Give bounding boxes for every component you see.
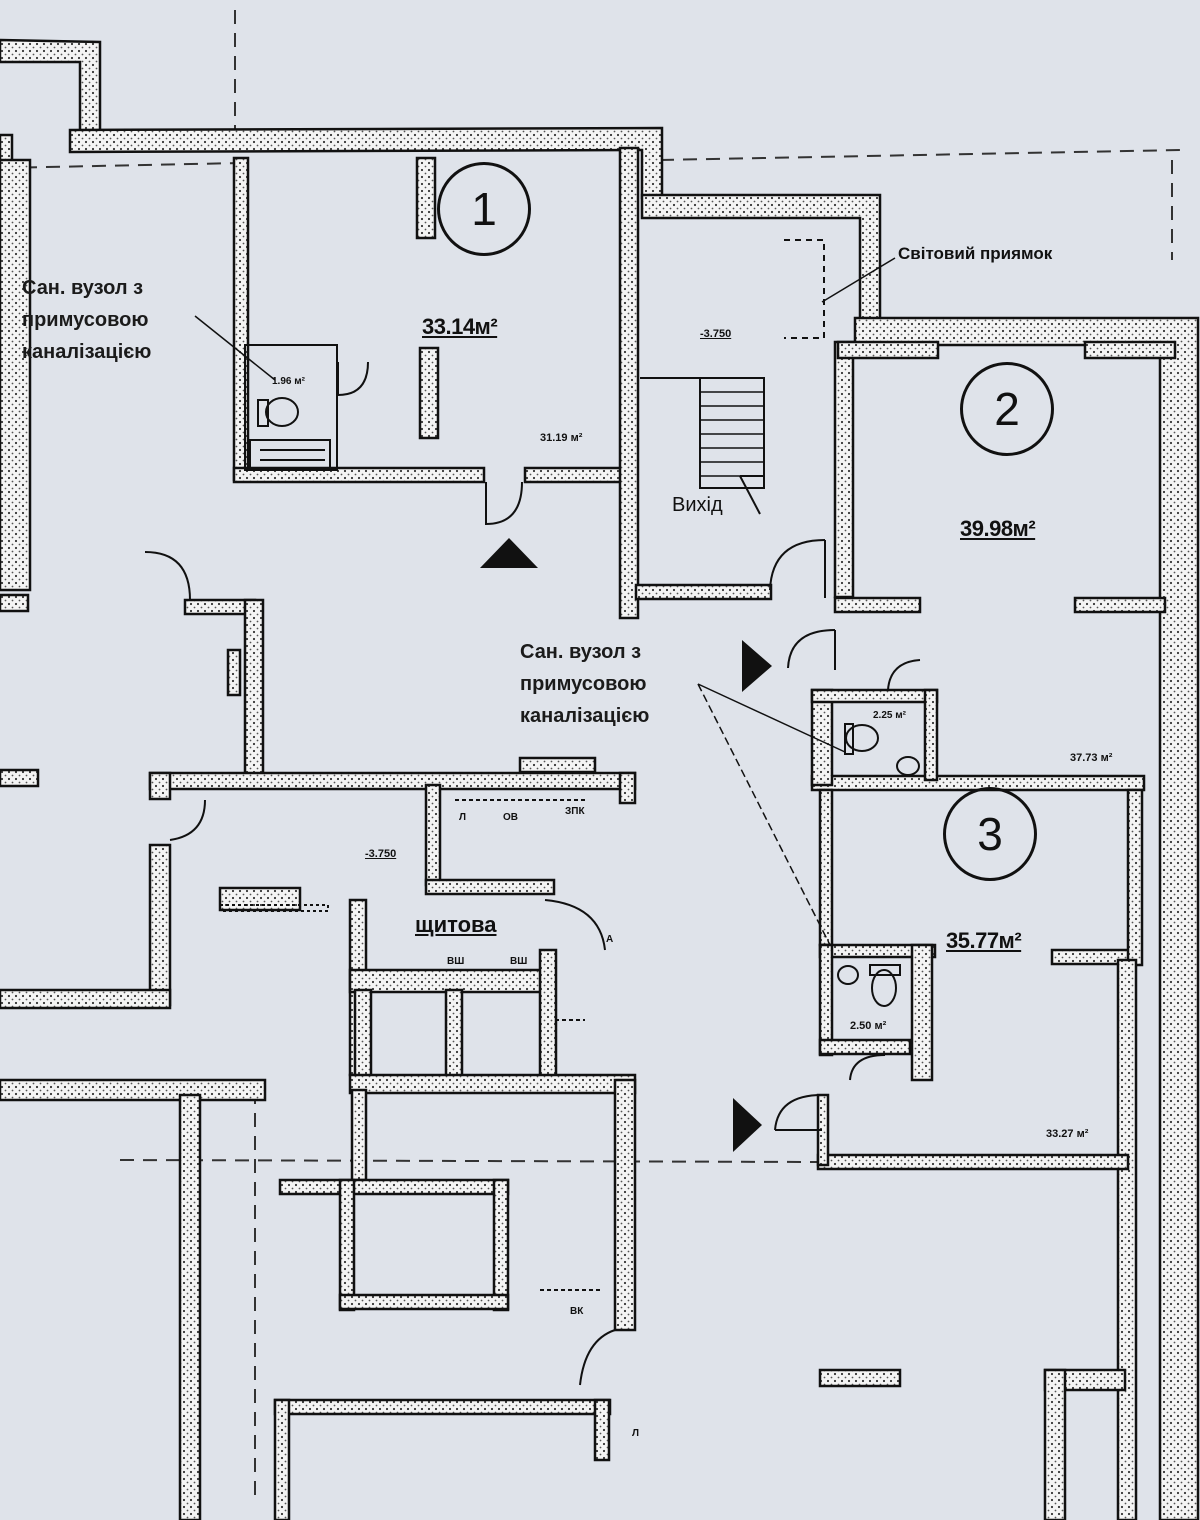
entrance-arrow-icon — [733, 1098, 762, 1152]
room-3-net-area: 33.27 м² — [1046, 1128, 1089, 1140]
room-2-total-area: 39.98м² — [960, 516, 1036, 541]
note-sanvuzol-1: Сан. вузол з примусовою каналізацією — [22, 277, 152, 363]
room-number-3: 3 — [943, 787, 1037, 881]
note-light-pit: Світовий приямок — [898, 244, 1053, 263]
entrance-markers — [480, 538, 772, 1152]
entrance-arrow-icon — [480, 538, 538, 568]
axis-lines — [0, 10, 1181, 1500]
room-2-wc-area: 2.25 м² — [873, 710, 906, 721]
fixtures — [144, 239, 921, 1386]
label-vsh-1: ВШ — [447, 956, 465, 967]
level-mark-2: -3.750 — [365, 848, 397, 860]
label-l-2: Л — [632, 1428, 640, 1439]
room-3-total-area: 35.77м² — [946, 928, 1022, 953]
label-l: Л — [459, 812, 467, 823]
label-ov: ОВ — [503, 812, 518, 823]
shchytova-label: щитова — [415, 912, 497, 937]
exit-label: Вихід — [672, 494, 723, 516]
room-1-wc-area: 1.96 м² — [272, 376, 305, 387]
room-1-total-area: 33.14м² — [422, 314, 498, 339]
walls — [0, 38, 1200, 1520]
room-1-net-area: 31.19 м² — [540, 432, 583, 444]
label-vk: ВК — [570, 1306, 584, 1317]
note-sanvuzol-2: Сан. вузол з примусовою каналізацією — [520, 641, 650, 727]
label-zpk: ЗПК — [565, 806, 585, 817]
level-mark-1: -3.750 — [700, 328, 732, 340]
label-vsh-2: ВШ — [510, 956, 528, 967]
room-2-net-area: 37.73 м² — [1070, 752, 1113, 764]
room-number-2: 2 — [960, 362, 1054, 456]
entrance-arrow-icon — [742, 640, 772, 692]
room-3-wc-area: 2.50 м² — [850, 1020, 887, 1032]
label-a: А — [606, 934, 614, 945]
room-number-1: 1 — [437, 162, 531, 256]
